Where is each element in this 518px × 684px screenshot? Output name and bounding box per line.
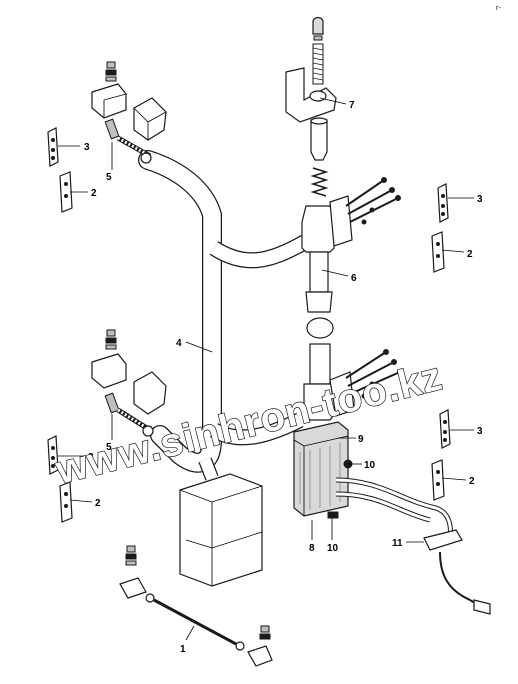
leader-lines: [58, 97, 474, 641]
clip-part-3-upper-left: [47, 127, 59, 167]
column-part-6: [285, 16, 355, 421]
clip-part-2-lower-right: [431, 459, 445, 501]
callout-3-upper-right: 3: [477, 194, 483, 205]
callout-3-upper-left: 3: [84, 142, 90, 153]
reservoir-tank: [179, 473, 263, 587]
callout-5-lower: 5: [106, 442, 112, 453]
tube-part-4: [138, 150, 309, 481]
callout-8: 8: [309, 543, 315, 554]
callout-3-lower-left: 3: [88, 452, 94, 463]
callout-11: 11: [392, 538, 403, 549]
callout-2-lower-right: 2: [469, 476, 475, 487]
callout-3-lower-right: 3: [477, 426, 483, 437]
callout-4: 4: [176, 338, 182, 349]
callout-1: 1: [180, 644, 186, 655]
clip-part-3-upper-right: [437, 183, 449, 223]
clip-part-3-lower-left: [47, 435, 59, 475]
corner-mark: г-: [496, 5, 502, 12]
callout-2-lower-left: 2: [95, 498, 101, 509]
clip-part-2-lower-left: [59, 481, 73, 523]
callout-9: 9: [358, 434, 364, 445]
lower-left-bracket-assembly: [91, 329, 167, 437]
clip-part-2-upper-right: [431, 231, 445, 273]
callout-numbers: 3 2 5 7 3 2 6 4 5 3 2 3 2 9 10 8 10 11 1: [84, 100, 483, 655]
cable-harness-part-11: [335, 477, 491, 615]
callout-10-lower: 10: [327, 543, 339, 554]
callout-2-upper-right: 2: [467, 249, 473, 260]
callout-2-upper-left: 2: [91, 188, 97, 199]
rod-part-1: [119, 545, 273, 667]
callout-5-upper: 5: [106, 172, 112, 183]
callout-6: 6: [351, 273, 357, 284]
callout-7: 7: [349, 100, 355, 111]
lower-screws: [345, 349, 403, 399]
motor-unit-part-8: [293, 421, 353, 519]
clip-part-3-lower-right: [439, 409, 451, 449]
callout-10-upper: 10: [364, 460, 376, 471]
upper-left-bracket-assembly: [91, 61, 167, 164]
upper-screws: [345, 177, 401, 225]
clip-part-2-upper-left: [59, 171, 73, 213]
